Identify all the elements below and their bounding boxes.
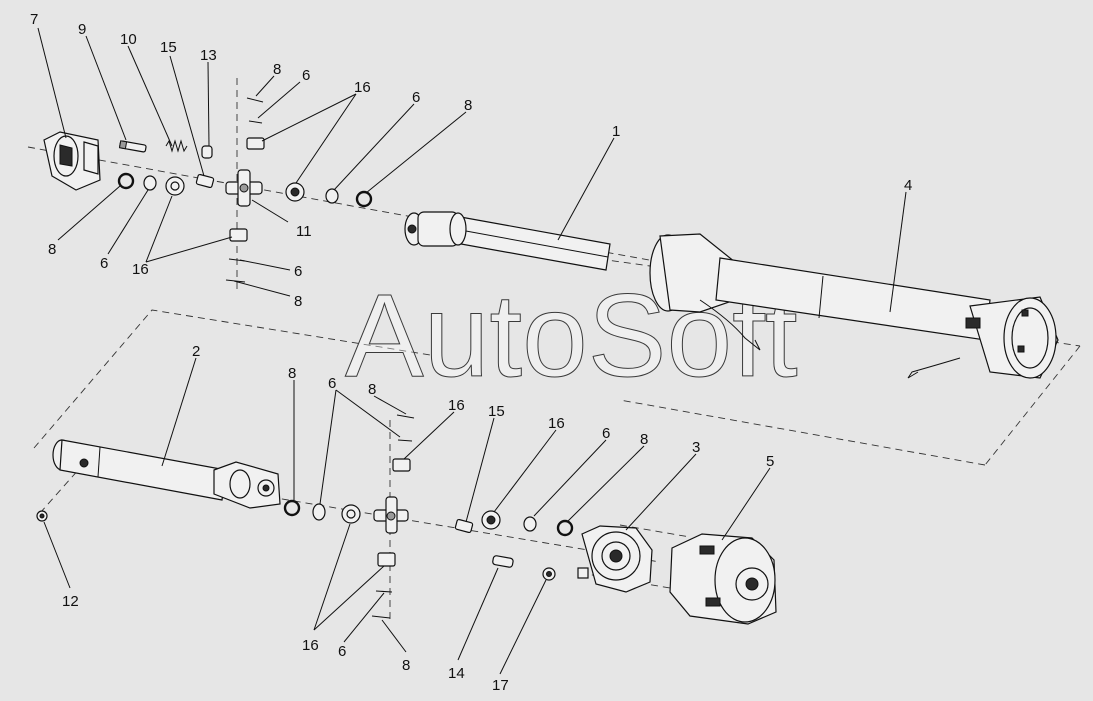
callout-17: 17 (492, 677, 509, 694)
lower-cross (373, 496, 409, 534)
part-12-nut (36, 510, 48, 522)
callout-5: 5 (766, 453, 774, 470)
part-4-guard-tube (649, 233, 1059, 379)
part-3-flange-yoke (577, 525, 653, 593)
callout-8-lower-left: 8 (288, 365, 296, 382)
part-9-pin (118, 140, 147, 153)
callout-4: 4 (904, 177, 912, 194)
part-10-spring (165, 139, 188, 153)
callout-6-upper-top: 6 (302, 67, 310, 84)
part-5-clutch (669, 533, 777, 625)
callout-10: 10 (120, 31, 137, 48)
callout-6-lower-bottom: 6 (338, 643, 346, 660)
upper-rings-right (285, 182, 373, 208)
callout-3: 3 (692, 439, 700, 456)
part-17-nut (542, 567, 556, 581)
callout-16-lower-right: 16 (548, 415, 565, 432)
callout-8-lower-right: 8 (640, 431, 648, 448)
part-7-yoke (43, 131, 101, 191)
callout-7: 7 (30, 11, 38, 28)
callout-2: 2 (192, 343, 200, 360)
callout-16-lower-bottom: 16 (302, 637, 319, 654)
callout-1: 1 (612, 123, 620, 140)
callout-15-upper: 15 (160, 39, 177, 56)
callouts: 7 9 10 15 13 8 6 16 6 8 1 8 6 16 11 6 8 … (30, 11, 912, 694)
part-2-inner-tube (52, 439, 227, 501)
lower-yoke (213, 461, 281, 509)
callout-8-upper-top: 8 (273, 61, 281, 78)
callout-8-upper-right: 8 (464, 97, 472, 114)
callout-14: 14 (448, 665, 465, 682)
callout-6-upper-left: 6 (100, 255, 108, 272)
lower-rings-left (283, 499, 361, 524)
callout-8-upper-left: 8 (48, 241, 56, 258)
callout-12: 12 (62, 593, 79, 610)
part-1-shaft (404, 211, 611, 271)
callout-6-upper-right: 6 (412, 89, 420, 106)
upper-rings-left (117, 172, 185, 196)
callout-8-lower-top: 8 (368, 381, 376, 398)
callout-15-lower: 15 (488, 403, 505, 420)
upper-bearing-caps (225, 97, 265, 283)
part-14-bolt (492, 555, 514, 568)
lower-bearing-caps (371, 414, 415, 619)
part-15-grease-fitting-lower (454, 518, 474, 534)
callout-8-upper-bottom: 8 (294, 293, 302, 310)
callout-6-upper-bottom: 6 (294, 263, 302, 280)
leader-lines (37, 27, 907, 675)
part-13-ball (201, 145, 213, 159)
callout-16-lower-top: 16 (448, 397, 465, 414)
callout-9: 9 (78, 21, 86, 38)
callout-16-upper-bottom: 16 (132, 261, 149, 278)
callout-11: 11 (296, 223, 312, 240)
callout-6-lower-right: 6 (602, 425, 610, 442)
callout-13: 13 (200, 47, 217, 64)
callout-16-upper-top: 16 (354, 79, 371, 96)
part-11-cross-upper (225, 169, 263, 207)
callout-6-lower-top: 6 (328, 375, 336, 392)
callout-8-lower-bottom: 8 (402, 657, 410, 674)
part-15-grease-fitting-upper (195, 173, 215, 189)
lower-rings-right (481, 510, 574, 537)
